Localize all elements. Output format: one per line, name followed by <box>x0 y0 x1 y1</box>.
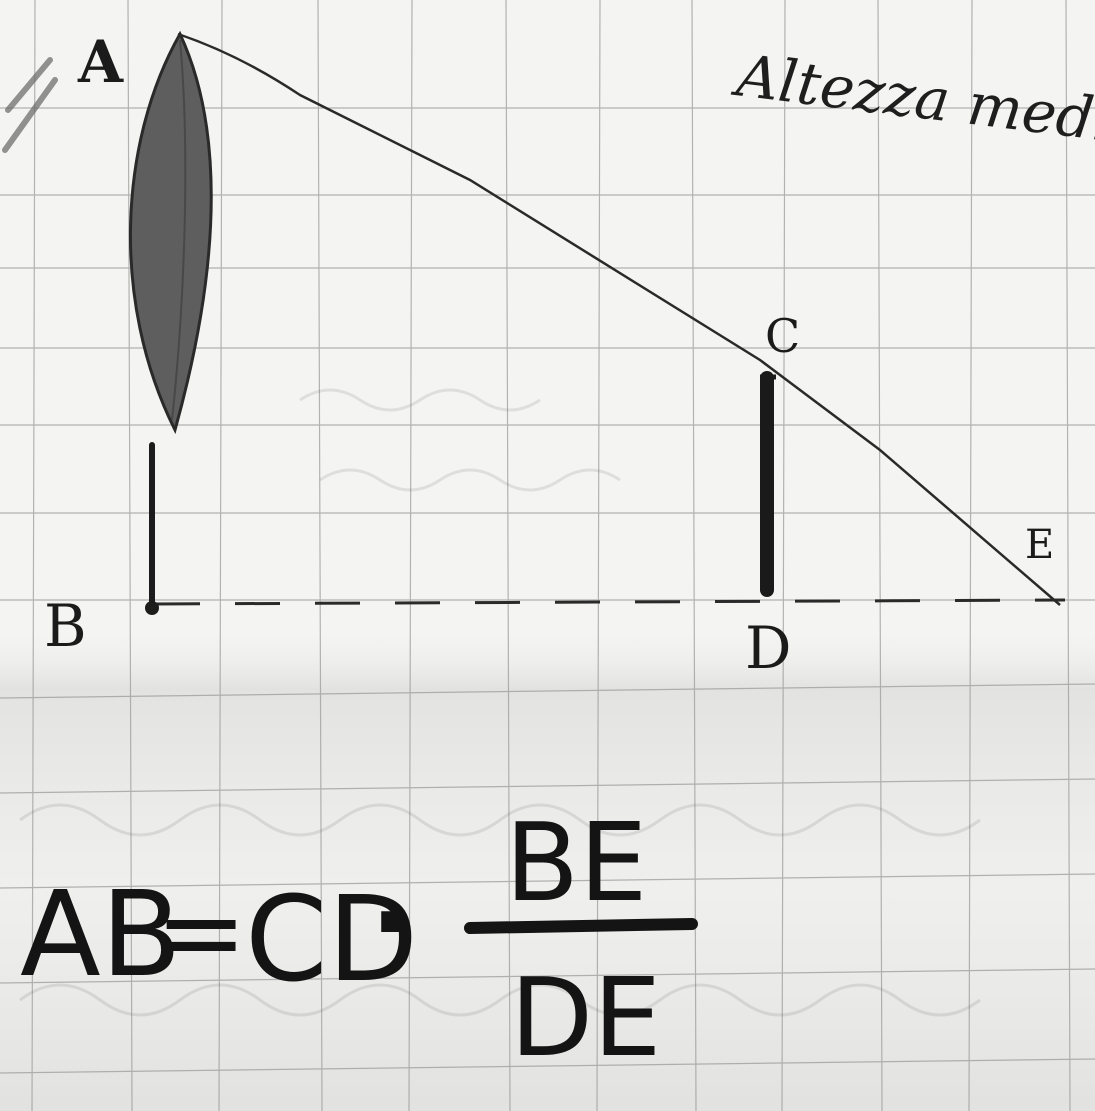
label-point-D: D <box>745 614 792 682</box>
formula: AB = CD · BE DE <box>20 801 698 1081</box>
label-point-C: C <box>765 309 800 363</box>
formula-fraction-bar <box>464 918 698 934</box>
formula-dot: · <box>370 858 412 986</box>
grid-line-vertical <box>408 0 413 1111</box>
grid-line-vertical <box>317 0 323 1111</box>
grid-line-horizontal <box>0 873 1095 889</box>
grid-line-vertical <box>127 0 133 1111</box>
formula-numerator: BE <box>505 801 647 926</box>
bleed-through-writing <box>19 388 981 1017</box>
grid-line-vertical <box>968 0 973 1111</box>
formula-lhs: AB <box>20 865 182 1003</box>
label-point-A: A <box>77 28 124 96</box>
tree-crown-vein <box>171 39 187 421</box>
grid-line-horizontal <box>0 1058 1095 1074</box>
tree-crown <box>128 30 213 435</box>
formula-denominator: DE <box>510 956 661 1081</box>
grid-line-vertical <box>218 0 223 1111</box>
grid-line-vertical <box>781 0 786 1111</box>
baseline-BE <box>154 598 1066 606</box>
label-point-E: E <box>1025 522 1054 568</box>
point-B-dot <box>145 601 159 615</box>
formula-equals: = <box>155 868 247 996</box>
label-point-B: B <box>44 592 87 660</box>
grid-line-vertical <box>31 0 36 1111</box>
grid-line-horizontal <box>0 683 1095 699</box>
grid-line-horizontal <box>0 778 1095 794</box>
grid-line-vertical <box>877 0 883 1111</box>
grid-line-vertical <box>1065 0 1071 1111</box>
formula-factor: CD <box>245 870 418 1008</box>
grid-line-horizontal <box>0 968 1095 984</box>
pencil-strokes <box>2 57 58 153</box>
sight-line-AE <box>177 32 1061 606</box>
